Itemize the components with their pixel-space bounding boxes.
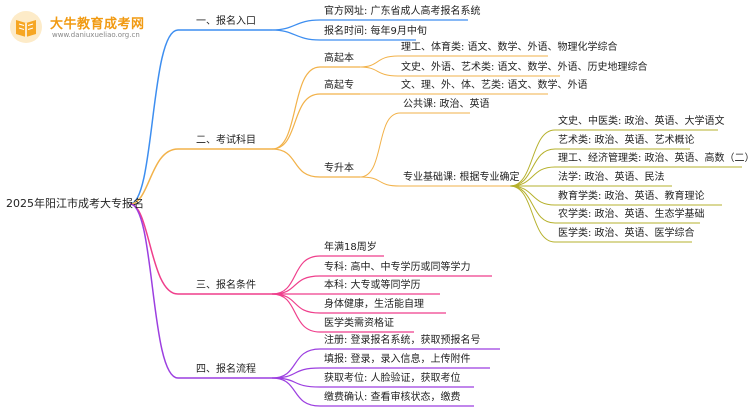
connector-root-b4 <box>129 203 272 379</box>
connector-basic-3 <box>509 166 742 187</box>
site-logo: 大牛教育成考网 www.daniuxueliao.org.cn <box>8 9 158 45</box>
b3-item-health: 身体健康，生活能自理 <box>324 299 424 310</box>
b3-item-age: 年满18周岁 <box>324 242 377 253</box>
branch-exam-subjects: 二、考试科目 <box>196 135 256 146</box>
basic-item-art: 艺术类: 政治、英语、艺术概论 <box>558 135 695 146</box>
connector-gqb-1 <box>359 55 548 68</box>
b3-item-junior-college: 专科: 高中、中专学历或同等学力 <box>324 262 471 273</box>
book-logo-icon <box>10 11 42 43</box>
basic-item-literature: 文史、中医类: 政治、英语、大学语文 <box>558 116 725 127</box>
b4-item-payment: 缴费确认: 查看审核状态，缴费 <box>324 392 461 403</box>
gaoqizhuan-label: 高起专 <box>324 80 354 91</box>
connector-b4-3 <box>271 377 474 388</box>
connector-gqb-2 <box>359 66 560 77</box>
connector-b4-2 <box>271 367 490 379</box>
branch-registration-entry: 一、报名入口 <box>196 16 256 27</box>
connector-b2-gqb <box>271 66 360 150</box>
zhuanshengben-label: 专升本 <box>324 163 354 174</box>
connector-root-b2 <box>129 148 272 205</box>
b4-item-seat: 获取考位: 人脸验证，获取考位 <box>324 373 461 384</box>
connector-b3-4 <box>271 293 446 314</box>
zsb-public-courses: 公共课: 政治、英语 <box>403 99 490 110</box>
connector-zsb-basic <box>359 176 510 187</box>
logo-url: www.daniuxueliao.org.cn <box>52 31 140 39</box>
connector-b3-5 <box>271 293 414 333</box>
basic-item-medicine: 医学类: 政治、英语、医学综合 <box>558 228 695 239</box>
connector-b1-2 <box>271 29 416 41</box>
b1-item-website: 官方网址: 广东省成人高考报名系统 <box>324 6 481 17</box>
connector-basic-6 <box>509 185 700 224</box>
connector-b1-1 <box>271 19 468 31</box>
gaoqiben-label: 高起本 <box>324 53 354 64</box>
branch-requirements: 三、报名条件 <box>196 280 256 291</box>
connector-b3-2 <box>271 275 492 295</box>
gqb-item-science: 理工、体育类: 语文、数学、外语、物理化学综合 <box>401 42 618 53</box>
b4-item-register: 注册: 登录报名系统，获取预报名号 <box>324 335 481 346</box>
connector-basic-5 <box>509 185 722 206</box>
connector-basic-1 <box>509 129 718 187</box>
connector-b4-4 <box>271 377 474 407</box>
connector-basic-2 <box>509 148 690 187</box>
connector-zsb-public <box>359 112 470 178</box>
basic-item-agriculture: 农学类: 政治、英语、生态学基础 <box>558 209 705 220</box>
connector-b2-zsb <box>271 148 360 178</box>
b1-item-time: 报名时间: 每年9月中旬 <box>324 26 427 37</box>
root-topic: 2025年阳江市成考大专报名 <box>6 197 144 210</box>
connector-b2-gqz <box>271 93 360 150</box>
connector-b4-1 <box>271 348 500 379</box>
connector-basic-7 <box>509 185 692 243</box>
gqb-item-arts: 文史、外语、艺术类: 语文、数学、外语、历史地理综合 <box>401 62 648 73</box>
basic-item-law: 法学: 政治、英语、民法 <box>558 172 665 183</box>
connector-root-b1 <box>129 29 272 205</box>
b3-item-medical-cert: 医学类需资格证 <box>324 318 394 329</box>
basic-item-education: 教育学类: 政治、英语、教育理论 <box>558 191 705 202</box>
branch-process: 四、报名流程 <box>196 364 256 375</box>
b3-item-undergraduate: 本科: 大专或等同学历 <box>324 280 421 291</box>
b4-item-fill: 填报: 登录，录入信息，上传附件 <box>324 354 471 365</box>
zsb-basic-courses: 专业基础课: 根据专业确定 <box>403 172 520 183</box>
logo-name: 大牛教育成考网 <box>50 17 145 32</box>
connector-b3-1 <box>271 255 384 295</box>
gqz-item: 文、理、外、体、艺类: 语文、数学、外语 <box>401 80 588 91</box>
basic-item-engineering: 理工、经济管理类: 政治、英语、高数（二） <box>558 153 750 164</box>
